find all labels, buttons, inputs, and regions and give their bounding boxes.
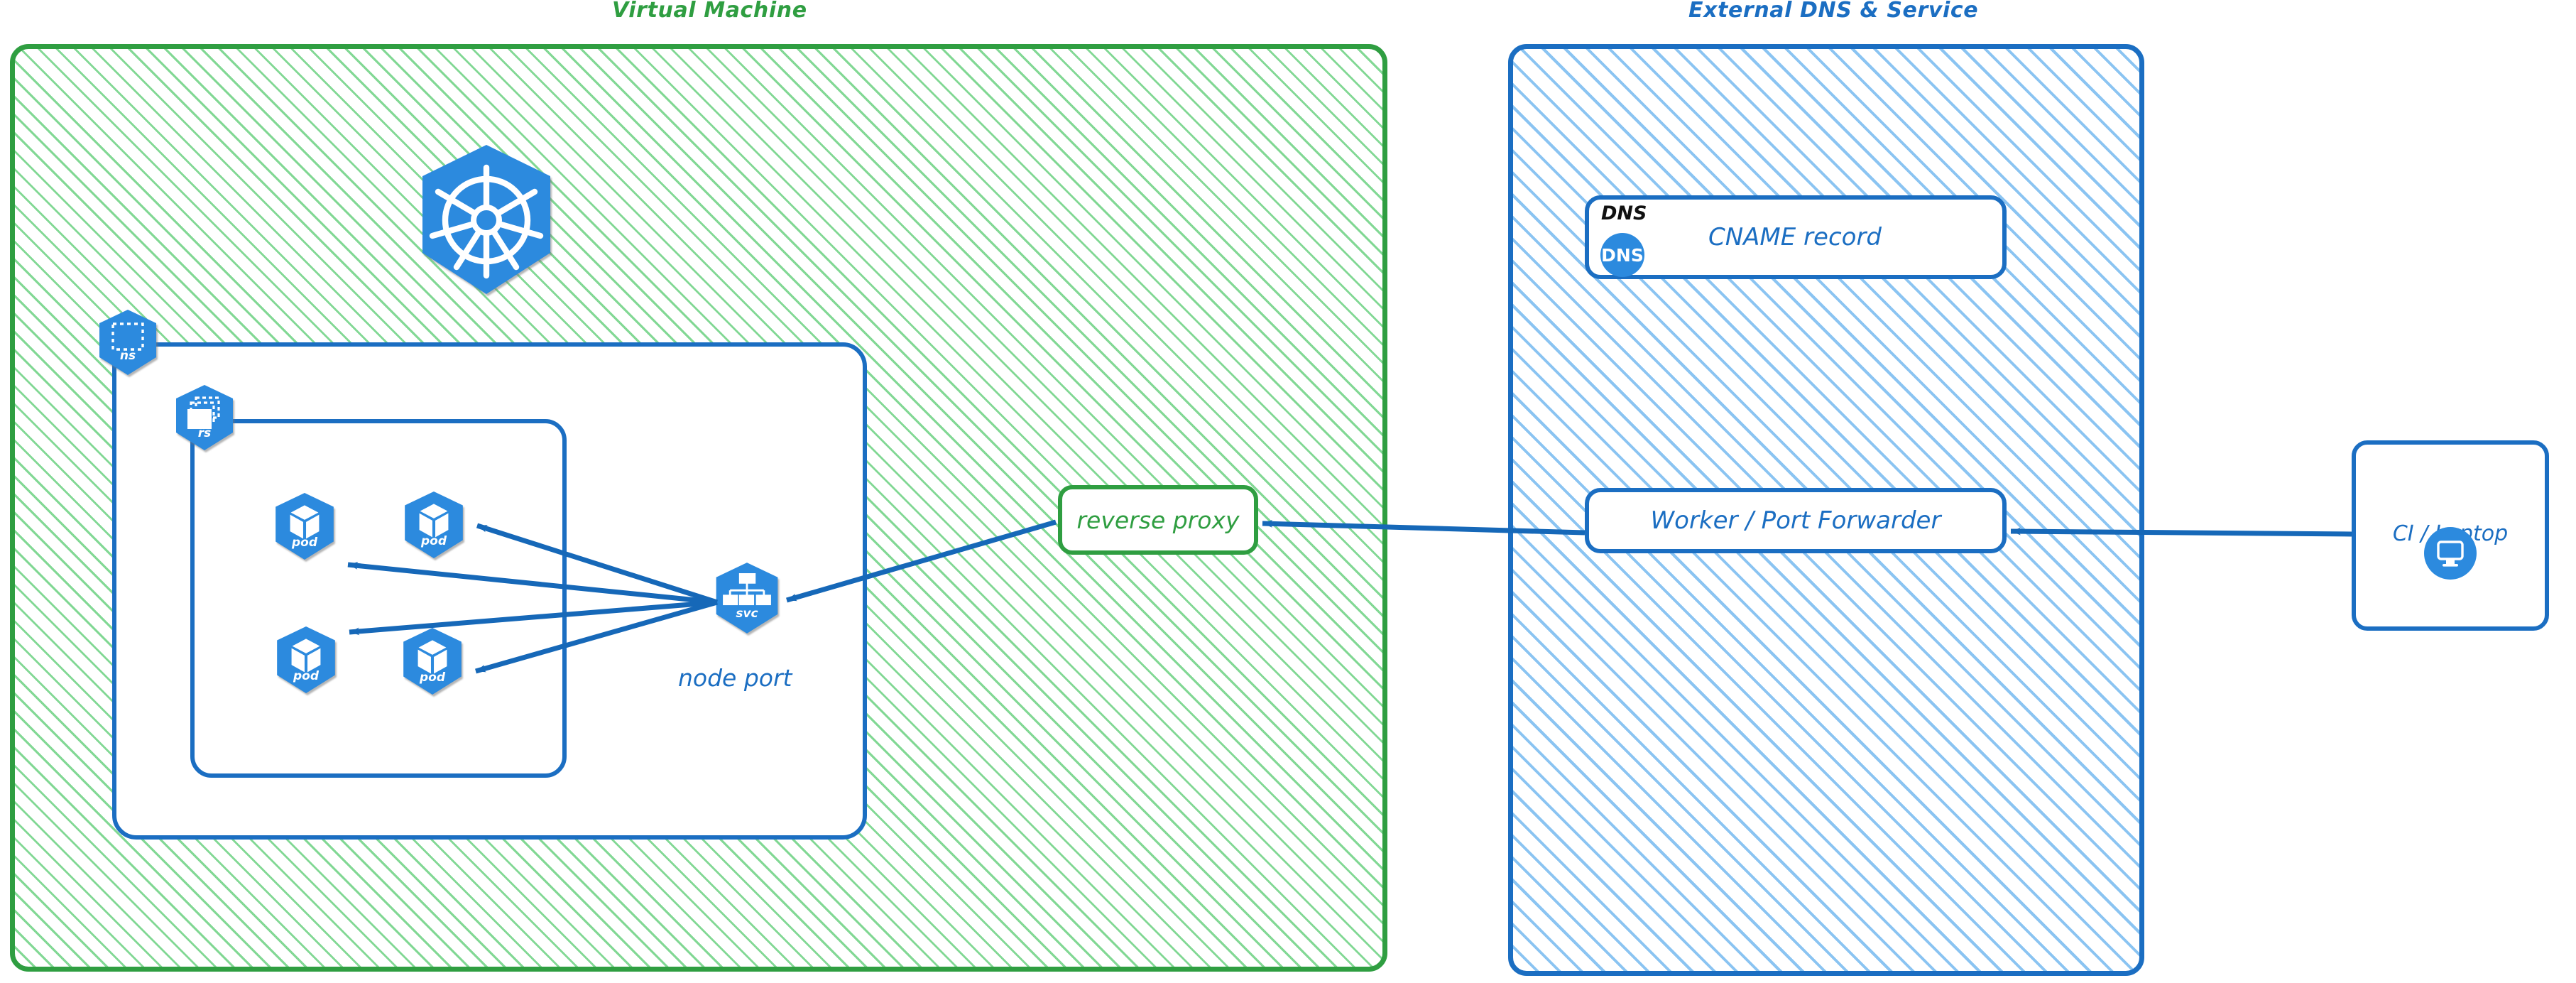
kubernetes-pod-icon[interactable]: pod xyxy=(398,626,467,696)
kubernetes-service-icon[interactable]: svc xyxy=(710,561,784,635)
reverse-proxy-box[interactable]: reverse proxy xyxy=(1058,485,1258,555)
dns-card-tag: DNS xyxy=(1601,202,1647,224)
kubernetes-logo-icon xyxy=(408,142,564,297)
dns-chip-icon: DNS xyxy=(1600,233,1644,277)
kubernetes-replicaset-icon[interactable]: rs xyxy=(170,384,239,452)
kubernetes-pod-icon[interactable]: pod xyxy=(271,625,341,695)
desktop-monitor-icon xyxy=(2424,527,2477,580)
group-external-dns-service-title: External DNS & Service xyxy=(1688,0,1979,23)
dns-card[interactable]: CNAME record xyxy=(1585,195,2007,279)
node-port-caption: node port xyxy=(678,664,792,692)
reverse-proxy-label: reverse proxy xyxy=(1076,506,1240,534)
dns-card-label: CNAME record xyxy=(1708,223,1882,251)
worker-port-forwarder-box[interactable]: Worker / Port Forwarder xyxy=(1585,488,2007,553)
kubernetes-namespace-icon[interactable]: ns xyxy=(94,308,162,376)
replicaset-container[interactable] xyxy=(190,419,567,778)
kubernetes-pod-icon[interactable]: pod xyxy=(270,492,339,561)
kubernetes-pod-icon[interactable]: pod xyxy=(399,490,469,560)
ci-laptop-box[interactable]: CI / Laptop xyxy=(2352,440,2549,631)
group-virtual-machine-title: Virtual Machine xyxy=(612,0,807,23)
worker-port-forwarder-label: Worker / Port Forwarder xyxy=(1650,506,1941,535)
